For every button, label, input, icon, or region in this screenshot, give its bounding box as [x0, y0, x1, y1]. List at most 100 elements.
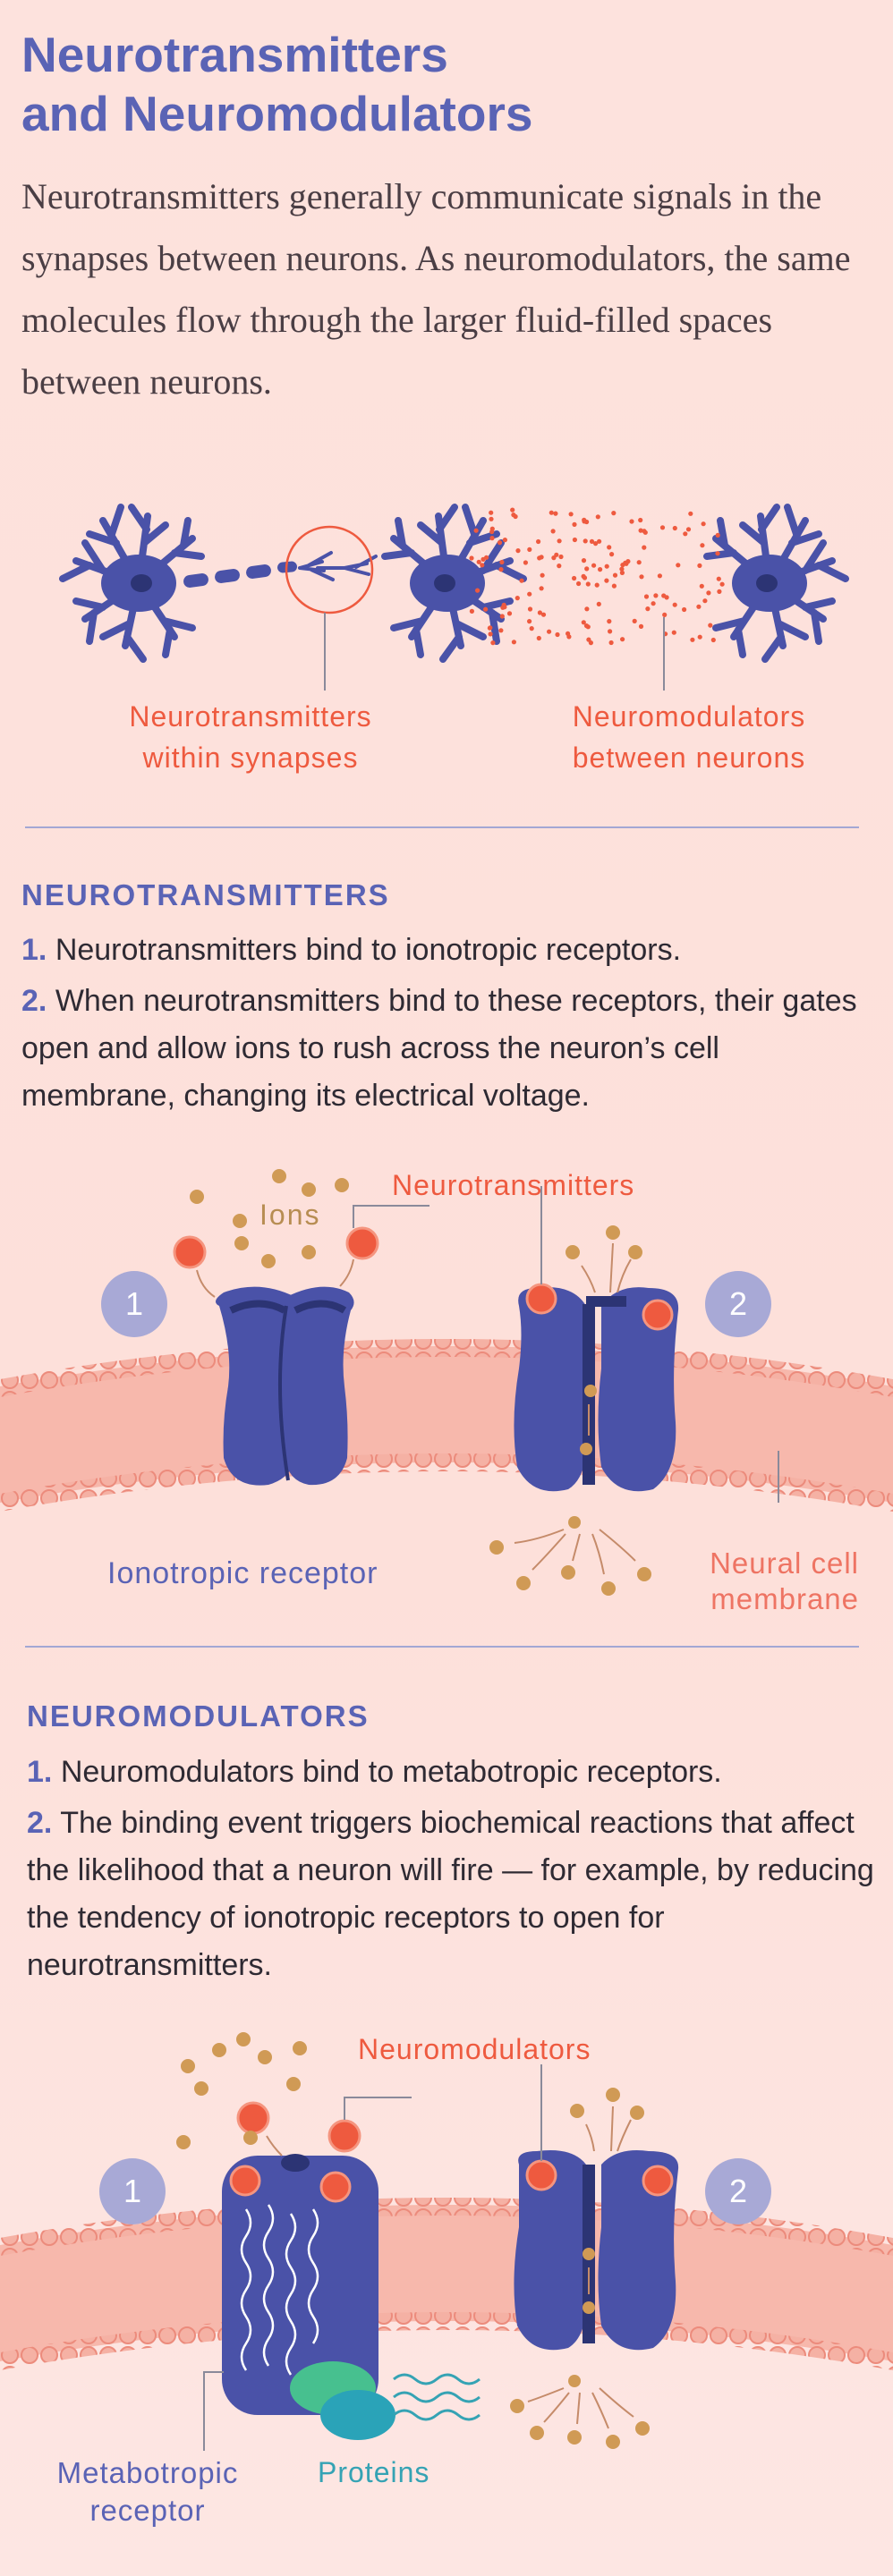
neuromodulator-dot	[510, 507, 515, 513]
neuromodulator-dot	[642, 545, 647, 550]
neuromodulator-dot	[657, 573, 663, 579]
neuromodulator-dot	[469, 608, 475, 614]
neuromodulator-dot	[688, 511, 693, 516]
neuromodulators-steps: 1. Neuromodulators bind to metabotropic …	[27, 1749, 886, 1993]
neuromodulator-dot	[659, 525, 666, 530]
step-1-badge	[101, 1271, 167, 1337]
neurotransmitters-heading: NEUROTRANSMITTERS	[21, 878, 390, 911]
neuromodulator-dot	[671, 630, 676, 635]
neuromodulator-dot	[643, 594, 650, 599]
neuromodulator-dot	[480, 563, 485, 568]
neuromodulator-dot	[469, 555, 474, 561]
step-2-badge	[705, 1271, 771, 1337]
ion-particles	[190, 1169, 651, 1596]
neuromodulator-dot	[594, 582, 600, 588]
neuromodulator-dot	[489, 510, 494, 515]
step-item: 1. Neurotransmitters bind to ionotropic …	[21, 933, 682, 967]
neuromodulator-dot	[609, 552, 615, 557]
neuromodulator-dot	[473, 528, 479, 533]
ion-flow-arrows	[196, 1242, 636, 1575]
neuromodulator-dot	[582, 519, 587, 524]
protein-molecules	[290, 2361, 395, 2440]
caption-neuromodulators-between-neurons: Neuromodulators between neurons	[572, 700, 806, 774]
step-item: 2. When neurotransmitters bind to these …	[21, 984, 857, 1113]
neuromodulator-dot	[550, 529, 556, 534]
neuromodulator-dot	[547, 629, 552, 634]
neuromodulator-dot	[527, 547, 532, 552]
neuromodulator-dot	[608, 629, 613, 634]
neuromodulator-dot	[549, 510, 554, 515]
neuromodulator-dot	[690, 637, 695, 642]
caption-neurotransmitters-within-synapses: Neurotransmitters within synapses	[129, 700, 372, 774]
neuromodulator-dot	[523, 560, 529, 565]
metabotropic-receptor	[222, 2154, 378, 2415]
neuromodulator-dot	[607, 619, 612, 624]
step-1-label: 1	[123, 2173, 141, 2209]
neuromodulator-dot	[502, 538, 508, 543]
neuromodulator-dot	[576, 580, 582, 587]
neuromodulator-dot	[583, 538, 588, 544]
proteins-label: Proteins	[318, 2456, 430, 2488]
neuromodulator-dot	[604, 578, 609, 583]
neuromodulator-dot	[702, 598, 708, 604]
axon	[183, 561, 297, 588]
section-divider	[25, 1646, 859, 1648]
neuromodulator-dot	[593, 541, 599, 547]
intro-text: Neurotransmitters generally communicate …	[21, 176, 851, 402]
neuromodulator-dot	[581, 620, 586, 625]
neuromodulator-dot	[645, 606, 651, 612]
neuromodulator-dot	[481, 556, 486, 562]
neuromodulator-dot	[661, 593, 667, 598]
metabotropic-receptor-diagram: 1 2	[0, 2032, 893, 2451]
neuromodulator-dot	[639, 574, 644, 580]
neuromodulator-dot	[489, 526, 495, 531]
neuromodulator-dot	[527, 619, 532, 624]
neuromodulator-dot	[697, 563, 702, 568]
ionotropic-receptor-closed	[216, 1286, 354, 1486]
neuromodulator-dot	[584, 606, 590, 612]
neuromodulator-dot	[540, 612, 547, 617]
neuromodulator-dot	[591, 563, 597, 568]
page-title: Neurotransmitters and Neuromodulators	[21, 27, 533, 141]
neuromodulator-dot	[625, 559, 631, 564]
neuromodulator-dot	[706, 590, 711, 596]
neuromodulator-dot	[619, 570, 625, 575]
neuromodulator-dot	[638, 517, 643, 523]
neuromodulator-dot	[572, 575, 577, 581]
neuromodulator-dot	[676, 563, 681, 568]
synapse-highlight-circle	[285, 525, 374, 614]
neuromodulator-dot	[490, 640, 496, 646]
neuromodulator-dot	[598, 567, 603, 572]
neuromodulator-dot	[651, 601, 656, 606]
neuromodulator-dot	[527, 591, 532, 597]
neuromodulator-dot	[506, 611, 513, 616]
neuromodulator-dot	[498, 567, 504, 572]
neuromodulator-dot	[557, 538, 562, 544]
neuron-overview-diagram	[0, 483, 893, 691]
particles	[176, 2032, 650, 2449]
neuromodulator-dot	[653, 593, 659, 598]
neuromodulator-dot	[511, 640, 517, 645]
step-2-label: 2	[729, 2173, 747, 2209]
neuromodulator-dot	[597, 538, 602, 544]
neuromodulator-dot	[558, 554, 564, 560]
neuromodulator-dot	[553, 511, 558, 516]
neurotransmitters-steps: 1. Neurotransmitters bind to ionotropic …	[21, 927, 880, 1123]
neuromodulator-dot	[607, 545, 612, 550]
neuromodulator-dot	[515, 596, 520, 601]
neuromodulator-dot	[537, 610, 543, 615]
neuromodulator-dot	[612, 572, 618, 578]
neuromodulator-dot	[529, 626, 534, 631]
neuromodulator-dot	[700, 543, 705, 548]
neuromodulator-dot	[608, 640, 614, 646]
neuromodulator-dot	[566, 631, 571, 636]
neuromodulator-dot	[511, 513, 516, 518]
neuromodulator-dot	[719, 581, 725, 587]
neuromodulator-dot	[683, 531, 688, 537]
neuromodulator-dot	[572, 537, 578, 543]
step-item: 1. Neuromodulators bind to metabotropic …	[27, 1755, 722, 1789]
neuromodulator-dot	[536, 538, 541, 545]
neuromodulator-dot	[585, 581, 591, 587]
neuromodulator-dot	[499, 559, 505, 565]
neuromodulator-dot	[487, 625, 493, 631]
